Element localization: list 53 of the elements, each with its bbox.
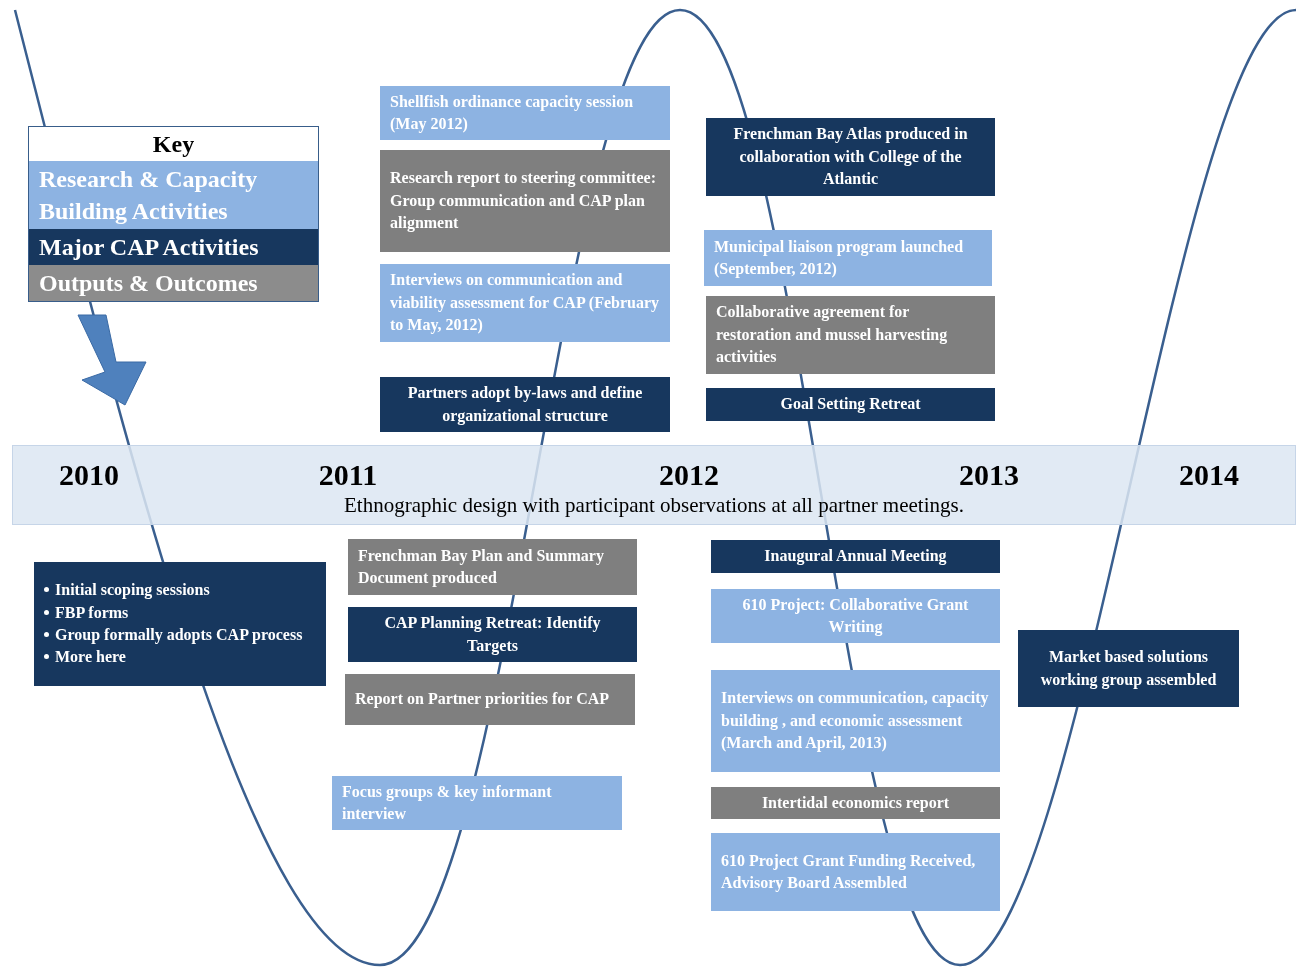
outcome-box xyxy=(345,674,635,725)
box-text: Partners adopt by-laws and define organizational structure xyxy=(406,383,644,427)
timeline-band xyxy=(12,445,1296,525)
year-label: 2014 xyxy=(1179,457,1239,493)
box-text: Group communication and CAP plan alignment xyxy=(390,190,646,234)
legend-entry: Major CAP Activities xyxy=(29,229,318,265)
outcome-box xyxy=(380,150,670,252)
box-text: 610 Project Grant Funding Received, Advisory Board Assembled xyxy=(721,850,977,894)
year-label: 2013 xyxy=(959,457,1019,493)
box-text: Frenchman Bay Plan and Summary Document produced xyxy=(358,545,605,589)
bullet-text: FBP forms xyxy=(55,602,129,623)
box-text: Report on Partner priorities for CAP xyxy=(355,689,610,710)
box-text: Research report to steering committee: xyxy=(390,168,657,189)
box-text: CAP Planning Retreat: Identify Targets xyxy=(383,613,602,657)
outcome-box xyxy=(348,539,637,595)
activity-box xyxy=(1018,630,1239,707)
year-label: 2011 xyxy=(318,457,378,493)
outcome-box xyxy=(711,787,1000,819)
year-label: 2010 xyxy=(59,457,119,493)
box-text: Frenchman Bay Atlas produced in collaboration with College of the Atlantic xyxy=(732,124,969,190)
bullet-text: Group formally adopts CAP process xyxy=(55,625,303,646)
key-title: Key xyxy=(151,130,196,159)
box-text: Market based solutions working group assembled xyxy=(1039,647,1218,691)
box-text: Intertidal economics report xyxy=(760,792,951,814)
activity-box xyxy=(332,776,622,830)
activity-box xyxy=(706,118,995,196)
bullet-text: More here xyxy=(55,647,126,668)
activity-box xyxy=(711,833,1000,911)
activity-box xyxy=(706,388,995,421)
box-text: Goal Setting Retreat xyxy=(779,394,922,415)
activity-box xyxy=(711,670,1000,772)
box-text: Municipal liaison program launched (September, 2012) xyxy=(714,236,965,280)
bullet-text: Initial scoping sessions xyxy=(55,580,210,601)
legend-entry: Research & Capacity Building Activities xyxy=(29,161,318,229)
band-text: Ethnographic design with participant observations at all partner meetings. xyxy=(343,492,965,519)
box-text: Interviews on communication and viability assessment for CAP (February to May, 2012) xyxy=(390,270,660,336)
year-label: 2012 xyxy=(659,457,719,493)
outcome-box xyxy=(706,296,995,374)
legend-entry: Outputs & Outcomes xyxy=(29,265,318,301)
box-text: Collaborative agreement for restoration and mussel harvesting activities xyxy=(716,302,949,368)
box-text: Focus groups & key informant interview xyxy=(342,781,553,824)
activity-box xyxy=(380,86,670,140)
box-text: Interviews on communication, capacity building , and economic assessment (March and April, 2013) xyxy=(721,688,990,754)
box-text: 610 Project: Collaborative Grant Writing xyxy=(741,594,970,638)
activity-box xyxy=(34,562,326,686)
box-text: Inaugural Annual Meeting xyxy=(763,546,948,567)
activity-box xyxy=(711,540,1000,573)
activity-box xyxy=(704,230,992,286)
activity-box xyxy=(711,589,1000,643)
box-text: Shellfish ordinance capacity session (May 2012) xyxy=(390,91,635,135)
activity-box xyxy=(348,607,637,662)
activity-box xyxy=(380,377,670,432)
activity-box xyxy=(380,264,670,342)
